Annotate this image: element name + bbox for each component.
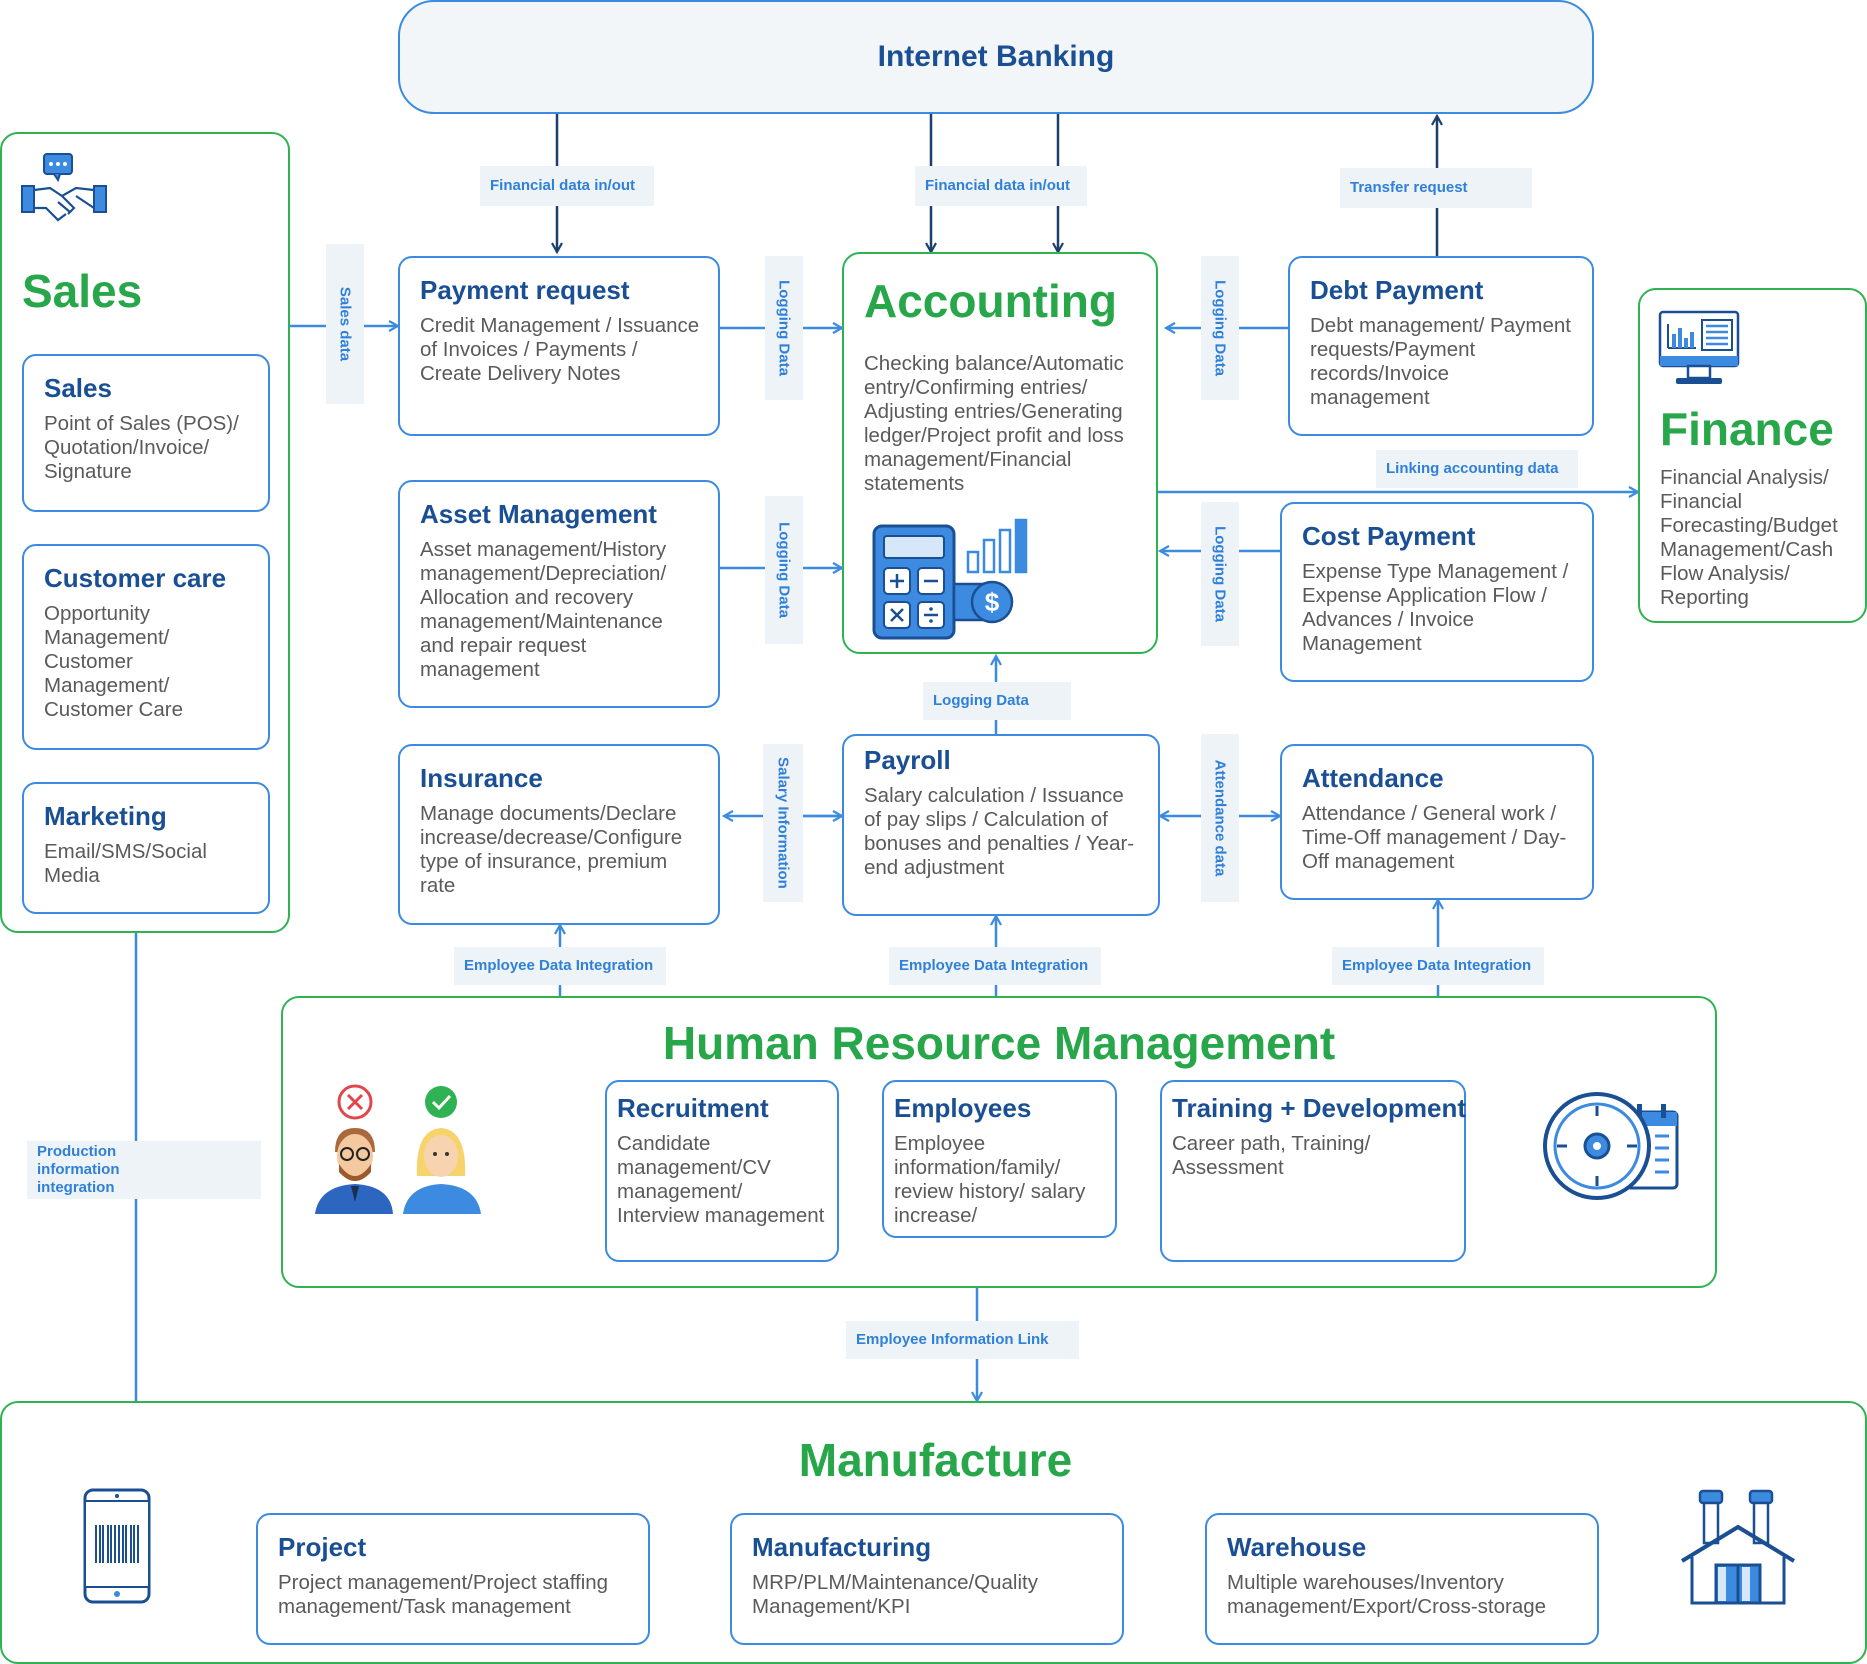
module-desc: Project management/Project staffing mana… [278, 1571, 609, 1618]
module-title: Cost Payment [1302, 521, 1476, 551]
module-title: Attendance [1302, 763, 1444, 793]
calculator-icon: $ [872, 518, 1028, 640]
module-cost-payment[interactable]: Cost Payment Expense Type Management / E… [1280, 502, 1594, 682]
accounting-title: Accounting [864, 275, 1117, 327]
hrm-panel[interactable]: Human Resource Management Recruitment Ca… [281, 996, 1717, 1288]
module-desc: MRP/PLM/Maintenance/Quality Management/K… [752, 1571, 1038, 1618]
manufacture-panel[interactable]: Manufacture Project Project management/P… [0, 1401, 1867, 1664]
monitor-chart-icon [1658, 310, 1740, 384]
label-logging-data-payment: Logging Data [765, 256, 803, 400]
module-manufacturing[interactable]: Manufacturing MRP/PLM/Maintenance/Qualit… [730, 1513, 1124, 1645]
module-title: Warehouse [1227, 1532, 1367, 1562]
label-linking-accounting-data: Linking accounting data [1376, 450, 1578, 488]
label-employee-information-link: Employee Information Link [846, 1321, 1079, 1359]
module-desc: Point of Sales (POS)/ Quotation/Invoice/… [44, 412, 239, 483]
module-asset-management[interactable]: Asset Management Asset management/Histor… [398, 480, 720, 708]
module-marketing[interactable]: Marketing Email/SMS/Social Media [22, 782, 270, 914]
module-desc: Opportunity Management/ Customer Managem… [44, 602, 183, 721]
sales-panel-title: Sales [22, 265, 143, 317]
factory-icon [1680, 1489, 1796, 1605]
sales-panel[interactable]: Sales Sales Point of Sales (POS)/ Quotat… [0, 132, 290, 933]
module-title: Marketing [44, 801, 167, 831]
label-employee-data-integration-2: Employee Data Integration [889, 947, 1101, 985]
module-desc: Email/SMS/Social Media [44, 840, 207, 887]
label-logging-data-payroll: Logging Data [923, 682, 1071, 720]
finance-panel-desc: Financial Analysis/ Financial Forecastin… [1660, 466, 1838, 609]
module-title: Payment request [420, 275, 630, 305]
label-attendance-data: Attendance data [1201, 734, 1239, 902]
clock-calendar-icon [1543, 1092, 1679, 1200]
accounting-desc: Checking balance/Automatic entry/Confirm… [864, 352, 1124, 495]
label-logging-data-cost: Logging Data [1201, 502, 1239, 646]
module-title: Employees [894, 1093, 1032, 1123]
module-sales[interactable]: Sales Point of Sales (POS)/ Quotation/In… [22, 354, 270, 512]
hrm-title: Human Resource Management [662, 1017, 1336, 1069]
module-customer-care[interactable]: Customer care Opportunity Management/ Cu… [22, 544, 270, 750]
module-desc: Expense Type Management / Expense Applic… [1302, 560, 1569, 655]
manufacture-title: Manufacture [798, 1434, 1073, 1486]
accounting-box[interactable]: Accounting Checking balance/Automatic en… [842, 252, 1158, 654]
label-logging-data-debt: Logging Data [1201, 256, 1239, 400]
module-desc: Multiple warehouses/Inventory management… [1227, 1571, 1547, 1618]
label-employee-data-integration-1: Employee Data Integration [454, 947, 666, 985]
module-title: Insurance [420, 763, 543, 793]
label-financial-data-in-out-2: Financial data in/out [915, 166, 1087, 206]
module-title: Training + Development [1172, 1093, 1467, 1123]
internet-banking-title: Internet Banking [877, 40, 1115, 73]
module-desc: Career path, Training/ Assessment [1172, 1132, 1371, 1179]
module-desc: Salary calculation / Issuance of pay sli… [864, 784, 1135, 879]
module-desc: Credit Management / Issuance of Invoices… [420, 314, 700, 385]
module-training-development[interactable]: Training + Development Career path, Trai… [1160, 1080, 1466, 1262]
label-logging-data-asset: Logging Data [765, 496, 803, 644]
module-desc: Manage documents/Declare increase/decrea… [420, 802, 683, 897]
module-title: Recruitment [617, 1093, 769, 1123]
module-recruitment[interactable]: Recruitment Candidate management/CV mana… [605, 1080, 839, 1262]
module-attendance[interactable]: Attendance Attendance / General work / T… [1280, 744, 1594, 900]
module-title: Manufacturing [752, 1532, 932, 1562]
module-title: Debt Payment [1310, 275, 1484, 305]
label-production-information-integration: Production information integration [27, 1141, 261, 1199]
module-warehouse[interactable]: Warehouse Multiple warehouses/Inventory … [1205, 1513, 1599, 1645]
handshake-icon [21, 153, 107, 222]
module-desc: Attendance / General work / Time-Off man… [1302, 802, 1567, 873]
svg-text:$: $ [985, 587, 1000, 617]
finance-panel[interactable]: Finance Financial Analysis/ Financial Fo… [1638, 288, 1867, 623]
module-payment-request[interactable]: Payment request Credit Management / Issu… [398, 256, 720, 436]
module-insurance[interactable]: Insurance Manage documents/Declare incre… [398, 744, 720, 925]
label-sales-data: Sales data [326, 244, 364, 404]
label-transfer-request: Transfer request [1340, 168, 1532, 208]
approved-candidate-icon [403, 1086, 481, 1214]
module-title: Project [278, 1532, 367, 1562]
label-employee-data-integration-3: Employee Data Integration [1332, 947, 1544, 985]
module-desc: Candidate management/CV management/ Inte… [617, 1132, 825, 1227]
module-payroll[interactable]: Payroll Salary calculation / Issuance of… [842, 734, 1160, 916]
label-salary-information: Salary Information [763, 744, 803, 902]
module-desc: Asset management/History management/Depr… [420, 538, 667, 681]
internet-banking-box[interactable]: Internet Banking [398, 0, 1594, 114]
module-title: Asset Management [420, 499, 657, 529]
module-project[interactable]: Project Project management/Project staff… [256, 1513, 650, 1645]
module-desc: Employee information/family/ review hist… [894, 1132, 1086, 1227]
module-title: Sales [44, 373, 112, 403]
rejected-candidate-icon [315, 1084, 393, 1214]
barcode-phone-icon [83, 1488, 151, 1604]
finance-panel-title: Finance [1660, 403, 1834, 455]
label-financial-data-in-out-1: Financial data in/out [480, 166, 654, 206]
module-desc: Debt management/ Payment requests/Paymen… [1310, 314, 1571, 409]
module-title: Customer care [44, 563, 227, 593]
module-title: Payroll [864, 745, 951, 775]
module-debt-payment[interactable]: Debt Payment Debt management/ Payment re… [1288, 256, 1594, 436]
module-employees[interactable]: Employees Employee information/family/ r… [882, 1080, 1117, 1238]
